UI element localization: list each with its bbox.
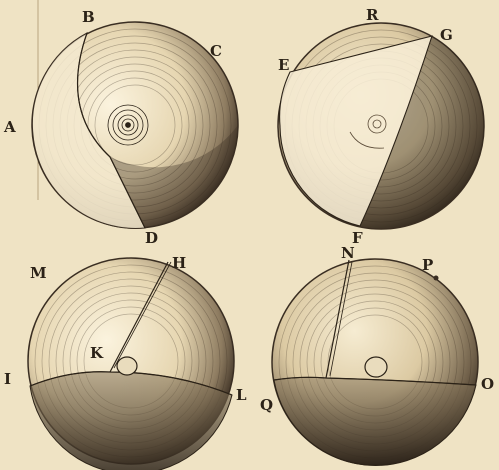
figure-3-sphere [28,258,234,470]
figure-3-ball [117,357,137,375]
label-I: I [4,370,11,388]
ink-speck [434,276,439,281]
figure-4-ball [365,357,387,377]
figure-4-sphere [272,259,478,465]
label-H: H [172,254,186,272]
label-O: O [481,375,494,393]
figure-2-sphere [278,23,484,229]
label-R: R [366,6,379,24]
figure-3-lower-section [30,372,232,470]
figure-1-sphere [32,22,238,228]
label-Q: Q [260,396,273,414]
label-K: K [90,344,104,362]
figure-4-lower-section [274,377,476,465]
label-M: M [30,264,47,282]
label-B: B [82,8,95,26]
label-C: C [210,42,222,60]
label-E: E [278,56,289,74]
label-G: G [440,26,453,44]
label-L: L [236,386,247,404]
label-A: A [3,118,16,136]
label-N: N [341,244,355,262]
label-D: D [145,229,158,247]
label-P: P [422,256,433,274]
